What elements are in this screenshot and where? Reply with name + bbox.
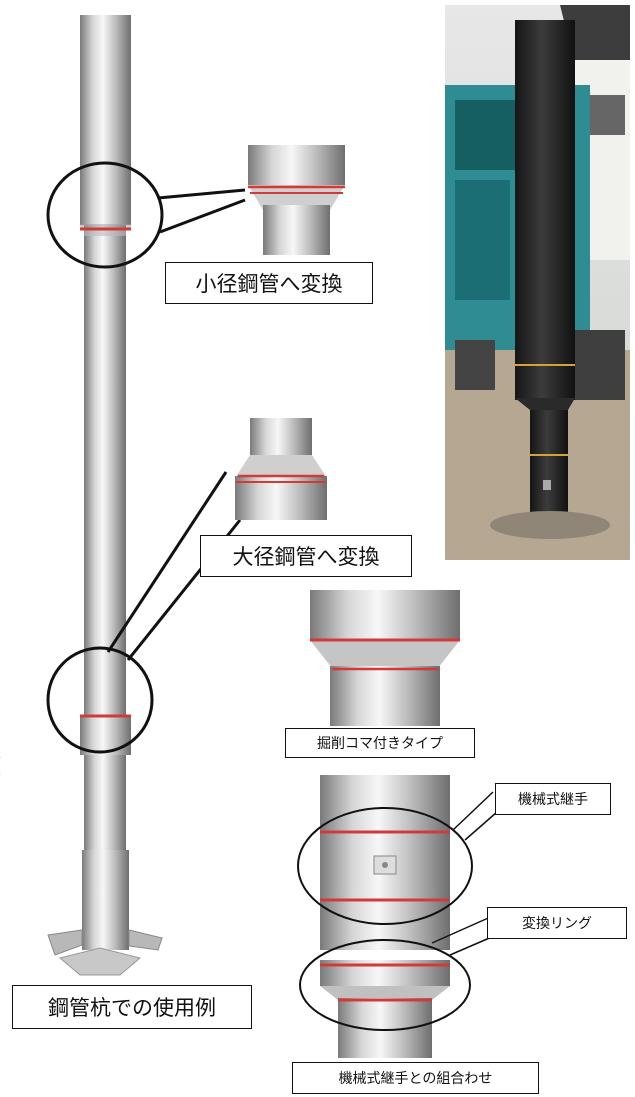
label-excavation-type: 掘削コマ付きタイプ xyxy=(285,728,475,758)
detail-small-pipe xyxy=(248,145,345,255)
label-mechanical-joint: 機械式継手 xyxy=(495,783,611,815)
detail-combination xyxy=(297,775,509,1058)
callout-lower xyxy=(46,471,242,754)
detail-excavation-type xyxy=(310,590,460,726)
pile-tip-blades xyxy=(47,929,163,976)
label-conversion-ring: 変換リング xyxy=(487,907,627,939)
detail-large-pipe xyxy=(235,418,327,520)
label-small-pipe: 小径鋼管へ変換 xyxy=(165,262,373,304)
label-large-pipe: 大径鋼管へ変換 xyxy=(200,535,412,577)
site-photo xyxy=(445,5,630,560)
photo-pile-lower xyxy=(530,400,568,520)
label-usage-example: 鋼管杭での使用例 xyxy=(12,985,252,1029)
label-combination: 機械式継手との組合わせ xyxy=(292,1062,539,1094)
photo-pile-upper xyxy=(515,20,575,400)
steel-pile-main xyxy=(47,15,163,976)
callout-upper xyxy=(46,161,246,269)
